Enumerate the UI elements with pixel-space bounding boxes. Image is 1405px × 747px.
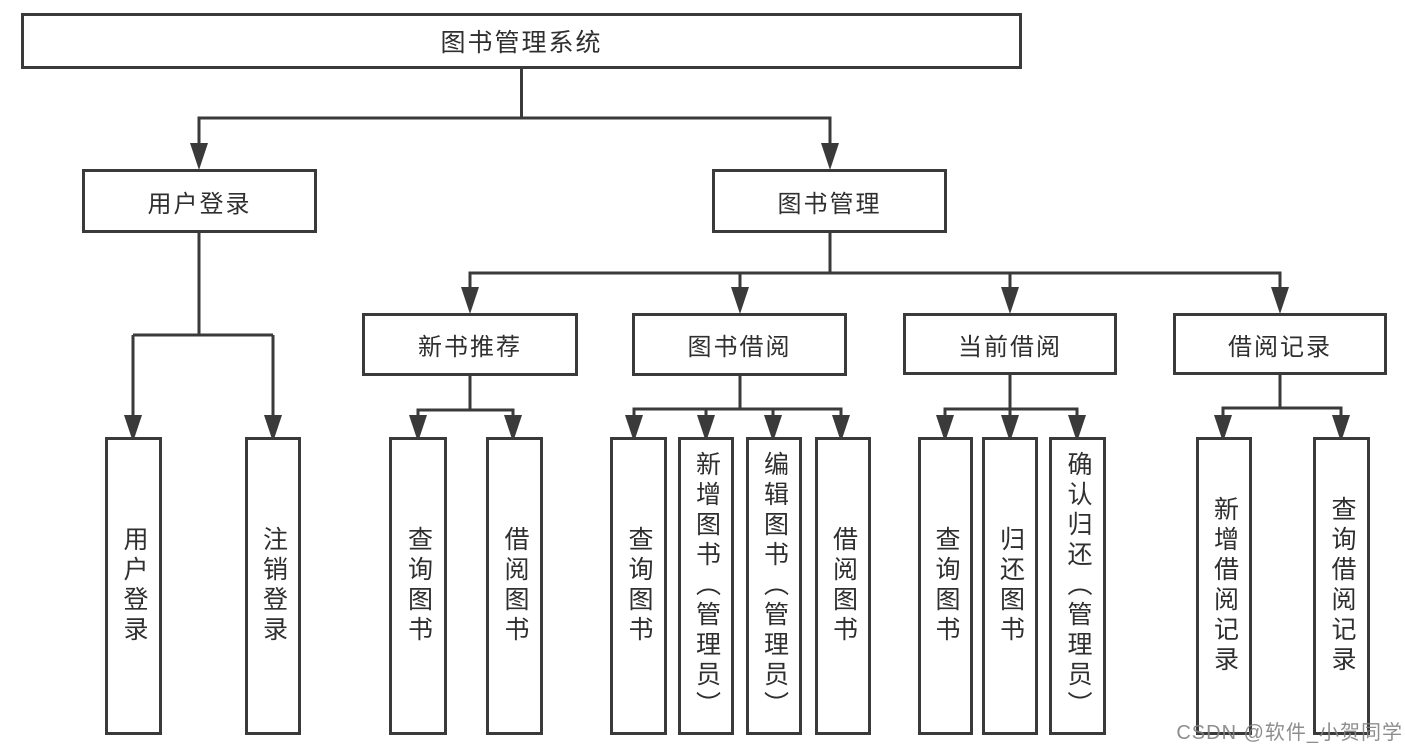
leaf-add-borrow-record-label: 新增借阅记录 (1210, 496, 1239, 676)
node-book-management: 图书管理 (712, 169, 947, 233)
leaf-query-book-recommend-label: 查询图书 (404, 526, 433, 646)
leaf-query-book-borrow: 查询图书 (610, 437, 667, 735)
leaf-add-book-admin-label: 新增图书（管理员） (692, 451, 721, 721)
leaf-query-book-borrow-label: 查询图书 (625, 526, 653, 646)
leaf-add-borrow-record: 新增借阅记录 (1196, 437, 1252, 735)
leaf-logout-label: 注销登录 (259, 526, 288, 646)
user-login-rail (131, 233, 275, 422)
leaf-query-borrow-record: 查询借阅记录 (1313, 437, 1370, 735)
node-book-borrow: 图书借阅 (632, 313, 847, 376)
leaf-return-book: 归还图书 (982, 437, 1038, 735)
leaf-borrow-book-recommend: 借阅图书 (486, 437, 543, 735)
leaf-confirm-return-admin: 确认归还（管理员） (1049, 437, 1106, 735)
current-borrow-rail (943, 375, 1079, 422)
node-new-book-recommend: 新书推荐 (362, 313, 578, 376)
node-current-borrow-label: 当前借阅 (958, 333, 1062, 361)
node-root-label: 图书管理系统 (440, 29, 603, 57)
leaf-borrow-book-recommend-label: 借阅图书 (501, 526, 529, 646)
leaf-query-borrow-record-label: 查询借阅记录 (1328, 496, 1356, 676)
node-book-management-label: 图书管理 (777, 190, 882, 218)
borrow-record-rail (1221, 375, 1343, 422)
arrow-book-management (821, 143, 839, 170)
level3-rail (468, 233, 1282, 294)
leaf-edit-book-admin-label: 编辑图书（管理员） (760, 451, 789, 721)
leaf-user-login-label: 用户登录 (120, 526, 148, 646)
node-borrow-records-label: 借阅记录 (1228, 333, 1332, 361)
leaf-user-login: 用户登录 (105, 437, 162, 735)
node-borrow-records: 借阅记录 (1173, 313, 1387, 375)
leaf-confirm-return-admin-label: 确认归还（管理员） (1064, 451, 1092, 721)
book-borrow-rail (632, 376, 843, 422)
watermark-text: CSDN @软件_小贺同学 (1176, 722, 1403, 744)
node-user-login: 用户登录 (82, 169, 317, 233)
new-book-rail (416, 376, 515, 422)
arrow-user-login (190, 143, 208, 170)
arrow-borrow-record (1271, 287, 1289, 314)
arrow-new-book (461, 287, 479, 314)
leaf-borrow-book-label: 借阅图书 (829, 526, 858, 646)
level2-rail (197, 116, 832, 150)
leaf-query-book-current: 查询图书 (918, 437, 973, 735)
leaf-borrow-book: 借阅图书 (815, 437, 871, 735)
leaf-edit-book-admin: 编辑图书（管理员） (746, 437, 802, 735)
leaf-query-book-recommend: 查询图书 (389, 437, 447, 735)
leaf-return-book-label: 归还图书 (996, 526, 1025, 646)
node-current-borrow: 当前借阅 (903, 313, 1117, 375)
node-user-login-label: 用户登录 (147, 190, 252, 218)
arrow-book-borrow (731, 287, 749, 314)
node-root: 图书管理系统 (21, 13, 1022, 69)
leaf-add-book-admin: 新增图书（管理员） (678, 437, 734, 735)
node-book-borrow-label: 图书借阅 (687, 334, 792, 361)
leaf-query-book-current-label: 查询图书 (932, 526, 960, 646)
arrow-current-borrow (1001, 287, 1019, 314)
leaf-logout: 注销登录 (245, 437, 301, 735)
node-new-book-recommend-label: 新书推荐 (418, 334, 522, 361)
